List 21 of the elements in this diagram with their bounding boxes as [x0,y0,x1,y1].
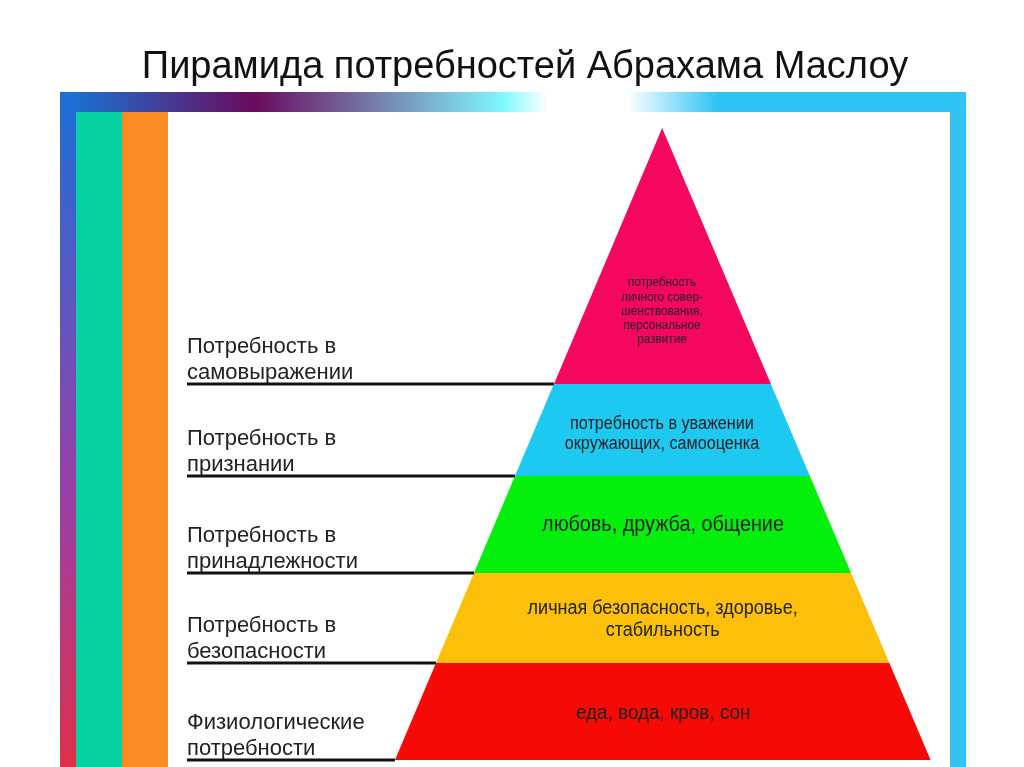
pyramid-level [435,573,890,663]
level-text: еда, вода, кров, сон [574,698,752,725]
underline-connector [187,382,554,386]
underline-connector [187,474,515,478]
level-label: Физиологические потребности [187,699,377,759]
level-label: Потребность в безопасности [187,602,377,662]
pyramid-level [553,128,771,384]
underline-connector [187,571,474,575]
level-text: потребность личного совер-шенствования, персональное развитие [620,273,705,349]
underline-connector [187,661,436,665]
level-label: Потребность в принадлежности [187,512,377,572]
level-label: Потребность в признании [187,415,377,475]
level-text: любовь, дружба, общение [540,510,785,539]
level-text: личная безопасность, здоровье, стабильность [526,595,799,642]
slide-title: Пирамида потребностей Абрахама Маслоу [140,44,910,87]
level-label: Потребность в самовыражении [187,323,377,383]
level-text: потребность в уважении окружающих, самооценка [564,412,761,455]
pyramid-level [514,384,810,476]
pyramid-level [394,663,931,760]
underline-connector [187,758,395,762]
pyramid-level [474,476,852,573]
